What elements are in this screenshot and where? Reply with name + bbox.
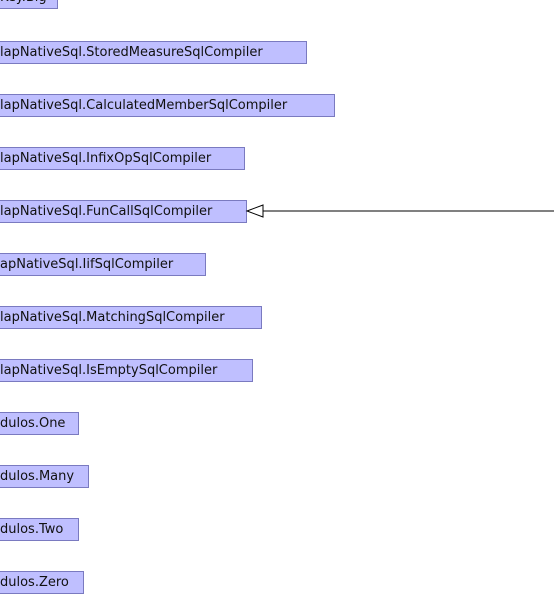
class-node-stored-measure-sql-compiler[interactable]: lapNativeSql.StoredMeasureSqlCompiler	[0, 41, 307, 64]
class-node-modulos-two[interactable]: dulos.Two	[0, 518, 79, 541]
class-node-is-empty-sql-compiler[interactable]: lapNativeSql.IsEmptySqlCompiler	[0, 359, 253, 382]
class-node-infix-op-sql-compiler[interactable]: lapNativeSql.InfixOpSqlCompiler	[0, 147, 245, 170]
class-node-fun-call-sql-compiler[interactable]: lapNativeSql.FunCallSqlCompiler	[0, 200, 247, 223]
class-node-modulos-zero[interactable]: dulos.Zero	[0, 571, 84, 594]
class-node-modulos-one[interactable]: dulos.One	[0, 412, 79, 435]
class-node-matching-sql-compiler[interactable]: lapNativeSql.MatchingSqlCompiler	[0, 306, 262, 329]
class-node-iif-sql-compiler[interactable]: apNativeSql.IifSqlCompiler	[0, 253, 206, 276]
class-node-key-big[interactable]: Key.Big	[0, 0, 58, 9]
inheritance-arrowhead-icon	[245, 204, 264, 218]
class-node-calculated-member-sql-compiler[interactable]: lapNativeSql.CalculatedMemberSqlCompiler	[0, 94, 335, 117]
class-node-modulos-many[interactable]: dulos.Many	[0, 465, 89, 488]
